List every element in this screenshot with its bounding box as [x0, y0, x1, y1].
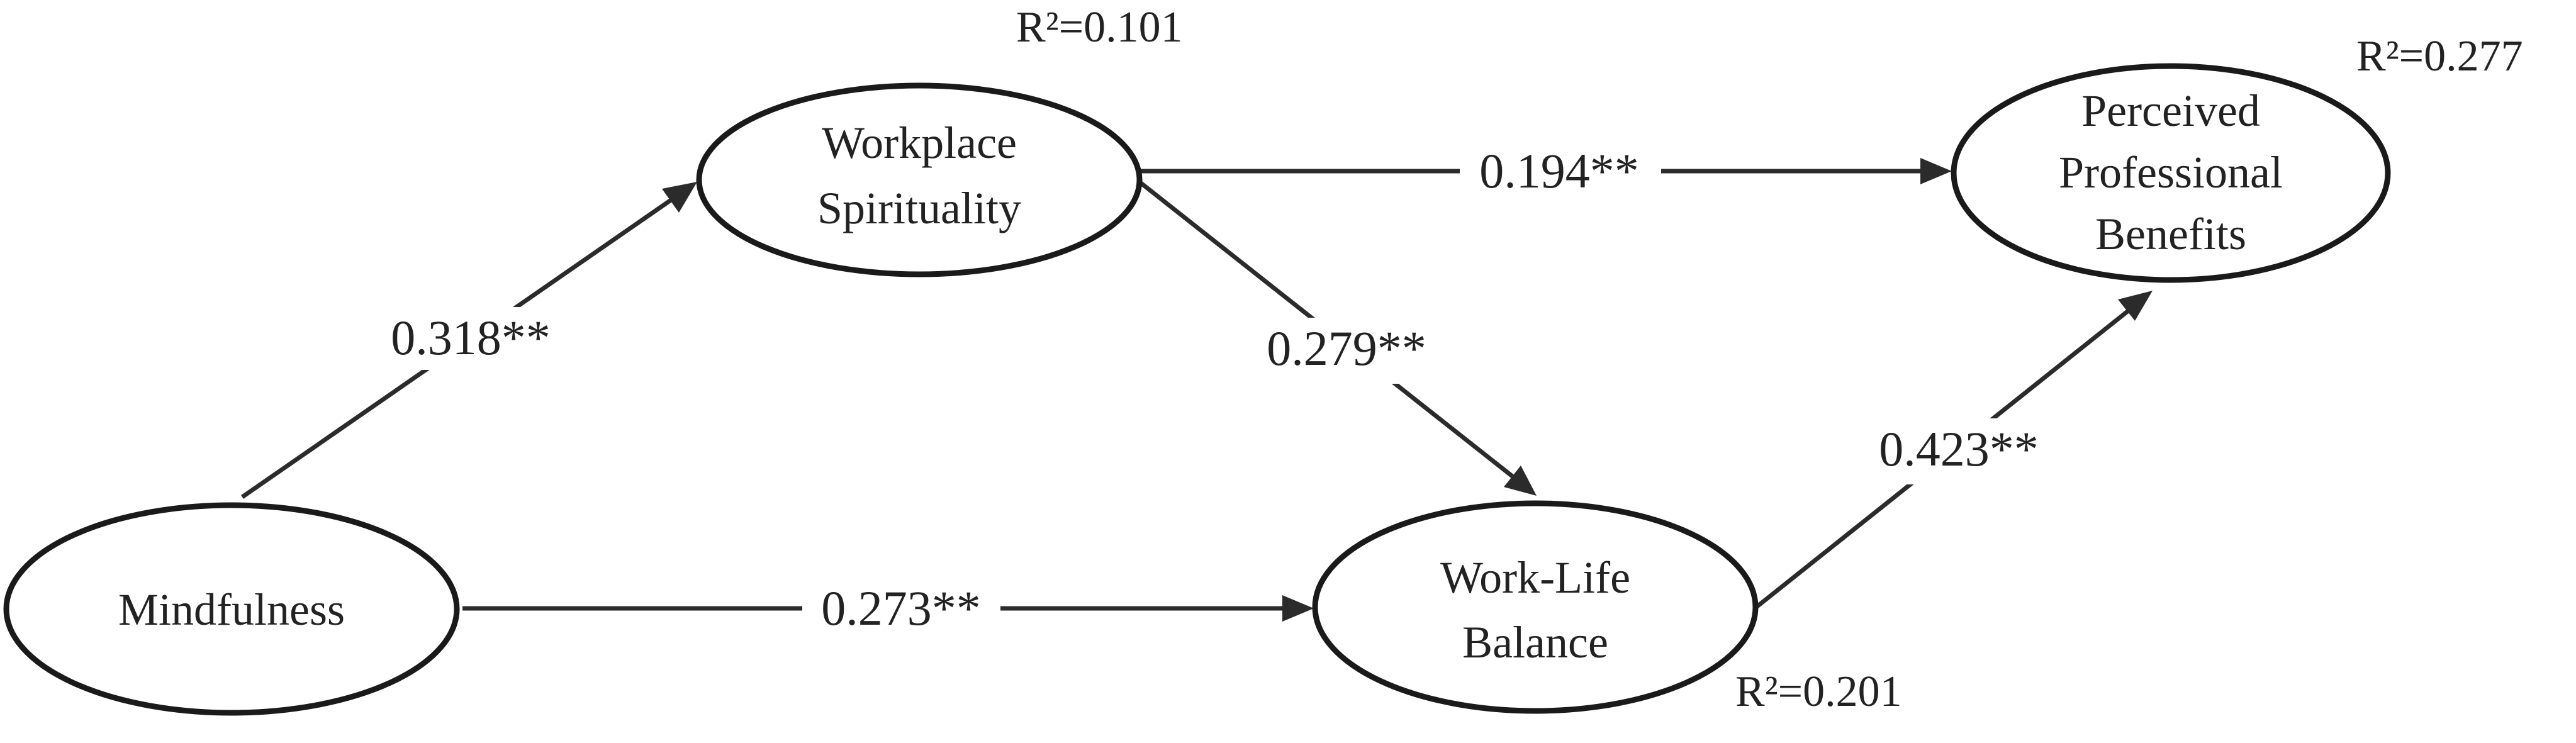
- node-label-perceived-professional-benefits-line-1: Perceived: [2081, 86, 2260, 136]
- arrowhead-icon: [662, 182, 697, 213]
- arrowhead-icon: [1920, 158, 1952, 184]
- node-label-workplace-spirituality-line-1: Workplace: [822, 118, 1017, 168]
- path-coefficient-workplace-spirituality-to-perceived-professional-benefits: 0.194**: [1479, 143, 1639, 198]
- path-coefficient-mindfulness-to-work-life-balance: 0.273**: [821, 581, 981, 635]
- arrowhead-icon: [1504, 466, 1537, 496]
- path-label-group-ws-wlb: 0.279**: [1249, 318, 1447, 384]
- node-work-life-balance: Work-Life Balance: [1312, 500, 1759, 714]
- node-label-workplace-spirituality-line-2: Spirituality: [817, 183, 1021, 233]
- arrowhead-icon: [2118, 291, 2153, 321]
- path-label-group-ws-ppb: 0.194**: [1460, 138, 1661, 201]
- path-coefficient-work-life-balance-to-perceived-professional-benefits: 0.423**: [1879, 422, 2039, 476]
- path-label-group-mindfulness-ws: 0.318**: [376, 307, 565, 370]
- path-coefficient-mindfulness-to-workplace-spirituality: 0.318**: [391, 310, 551, 365]
- path-label-group-mindfulness-wlb: 0.273**: [802, 576, 1000, 639]
- node-label-work-life-balance-line-2: Balance: [1462, 617, 1608, 668]
- node-perceived-professional-benefits: Perceived Professional Benefits: [1951, 63, 2391, 283]
- r-squared-perceived-professional-benefits: R²=0.277: [2356, 32, 2523, 81]
- path-coefficient-workplace-spirituality-to-work-life-balance: 0.279**: [1267, 321, 1426, 376]
- node-mindfulness: Mindfulness: [3, 502, 460, 716]
- node-label-work-life-balance-line-1: Work-Life: [1440, 552, 1630, 603]
- node-label-perceived-professional-benefits-line-2: Professional: [2059, 147, 2283, 198]
- path-label-group-wlb-ppb: 0.423**: [1859, 418, 2058, 484]
- node-label-perceived-professional-benefits-line-3: Benefits: [2095, 209, 2246, 259]
- r-squared-work-life-balance: R²=0.201: [1735, 668, 1902, 716]
- arrowhead-icon: [1282, 595, 1314, 622]
- r-squared-workplace-spirituality: R²=0.101: [1016, 3, 1183, 52]
- node-workplace-spirituality: Workplace Spirituality: [696, 82, 1143, 277]
- node-label-mindfulness-line-1: Mindfulness: [118, 584, 345, 635]
